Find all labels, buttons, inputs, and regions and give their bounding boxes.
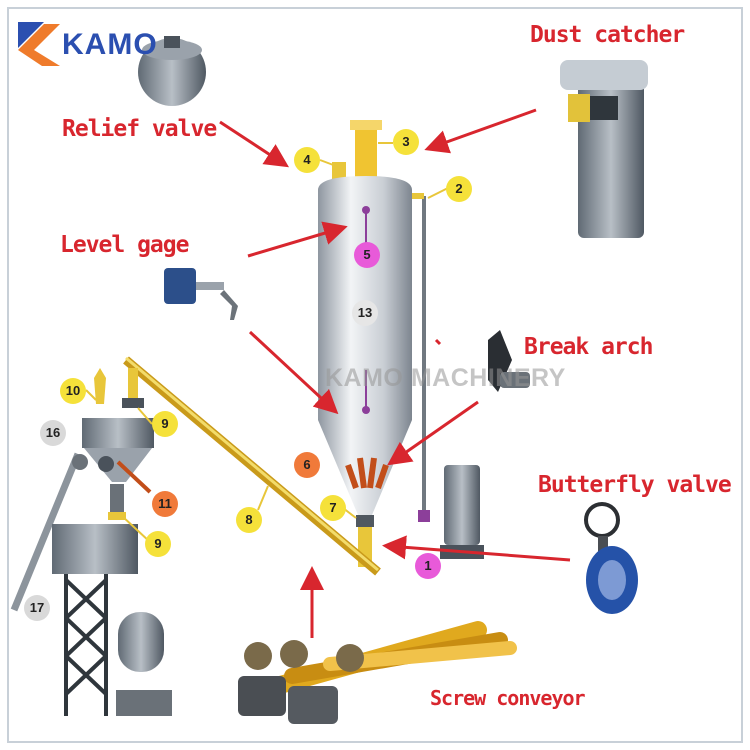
marker-6: 6 xyxy=(294,452,320,478)
batching-tower xyxy=(10,368,172,716)
marker-leaders xyxy=(85,142,449,543)
inclined-screw-conveyor xyxy=(122,356,381,576)
label-butterfly-valve: Butterfly valve xyxy=(538,472,732,498)
marker-7: 7 xyxy=(320,495,346,521)
dust-catcher-photo xyxy=(560,60,648,238)
logo-mark xyxy=(18,22,60,66)
screw-conveyor-photo xyxy=(238,621,517,724)
brand-logo: KAMO xyxy=(62,28,158,61)
marker-4: 4 xyxy=(294,147,320,173)
marker-13: 13 xyxy=(352,300,378,326)
marker-17: 17 xyxy=(24,595,50,621)
label-dust-catcher: Dust catcher xyxy=(530,22,685,48)
marker-3: 3 xyxy=(393,129,419,155)
label-break-arch: Break arch xyxy=(524,334,653,360)
break-arch-photo xyxy=(488,330,530,392)
pointer-arrows xyxy=(219,108,571,638)
marker-9-top: 9 xyxy=(152,411,178,437)
marker-2: 2 xyxy=(446,176,472,202)
marker-1: 1 xyxy=(415,553,441,579)
butterfly-valve-photo xyxy=(584,502,638,614)
marker-16: 16 xyxy=(40,420,66,446)
relief-valve-photo xyxy=(138,36,206,106)
frame xyxy=(7,7,743,743)
marker-8: 8 xyxy=(236,507,262,533)
label-screw-conveyor: Screw conveyor xyxy=(430,686,586,710)
marker-11: 11 xyxy=(152,491,178,517)
marker-9-bottom: 9 xyxy=(145,531,171,557)
level-gage-photo xyxy=(164,268,238,320)
label-level-gage: Level gage xyxy=(60,232,189,258)
marker-5: 5 xyxy=(354,242,380,268)
watermark: KAMO MACHINERY xyxy=(325,364,566,392)
marker-10: 10 xyxy=(60,378,86,404)
motor xyxy=(440,465,484,559)
label-relief-valve: Relief valve xyxy=(62,116,217,142)
